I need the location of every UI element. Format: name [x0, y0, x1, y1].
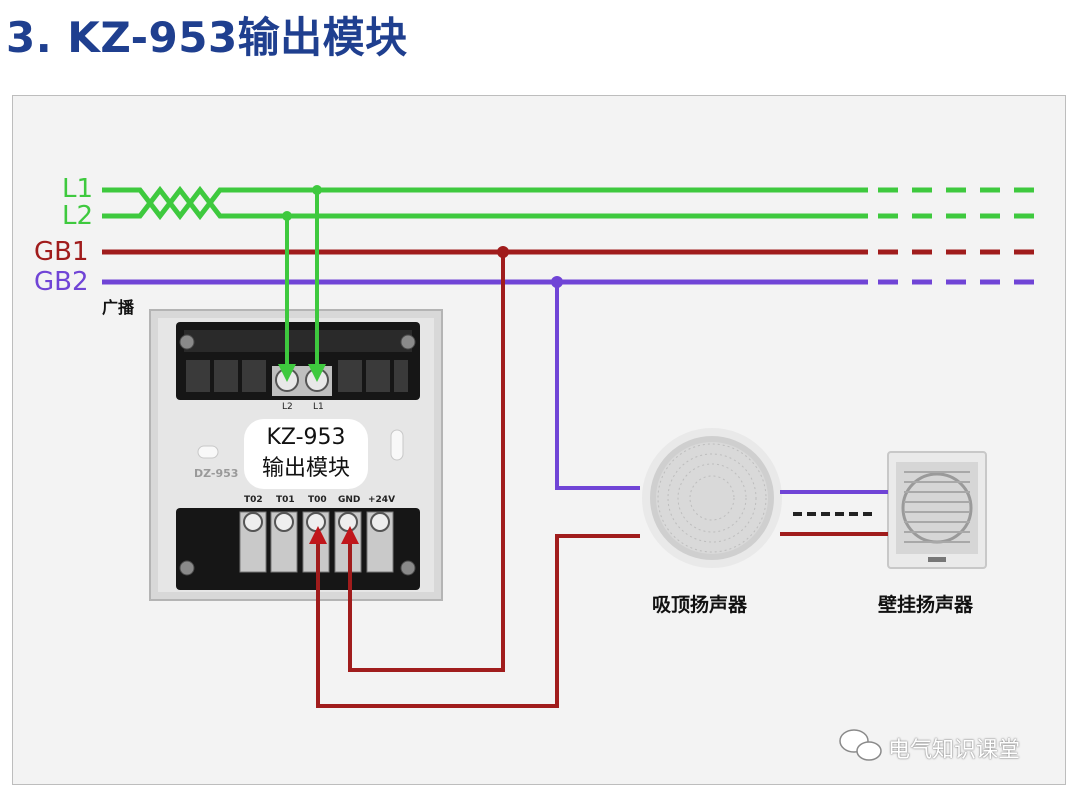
l2-arrow: [278, 364, 296, 382]
broadcast-label: 广播: [102, 298, 135, 317]
module-model-type: 输出模块: [261, 456, 350, 481]
terminal-label-t02: T02: [244, 495, 263, 505]
l1-bus-line: [102, 185, 868, 221]
l2-label: L2: [62, 201, 94, 231]
module-model-label: KZ-953 输出模块: [244, 419, 368, 489]
terminal-label-24v: +24V: [368, 495, 396, 505]
gb1-label: GB1: [34, 237, 89, 267]
gb2-to-ceiling-speaker: [555, 282, 640, 490]
terminal-label-t01: T01: [276, 495, 295, 505]
output-module-housing: [149, 309, 443, 601]
l1-arrow: [308, 364, 326, 382]
wechat-icon: [839, 729, 882, 761]
watermark: 电气知识课堂: [888, 738, 1021, 763]
l1-label: L1: [62, 174, 94, 204]
t00-arrow: [309, 526, 327, 544]
wall-speaker-image: [887, 451, 987, 569]
gnd-arrow: [341, 526, 359, 544]
module-model-name: KZ-953: [266, 425, 346, 450]
page-title: 3. KZ-953输出模块: [6, 13, 408, 62]
ceiling-speaker-label: 吸顶扬声器: [652, 594, 748, 616]
gb1-to-gnd-terminal: [348, 252, 505, 672]
housing-mark: DZ-953: [194, 467, 239, 480]
terminal-label-t00: T00: [308, 495, 327, 505]
terminal-label-l1: L1: [313, 402, 324, 412]
terminal-label-l2: L2: [282, 402, 293, 412]
terminal-label-gnd: GND: [338, 495, 361, 505]
wall-speaker-label: 壁挂扬声器: [878, 594, 974, 616]
gb2-label: GB2: [34, 267, 89, 297]
l2-bus-line: [102, 185, 868, 221]
t00-to-ceiling-speaker: [316, 534, 640, 708]
ceiling-speaker-image: [642, 428, 782, 568]
